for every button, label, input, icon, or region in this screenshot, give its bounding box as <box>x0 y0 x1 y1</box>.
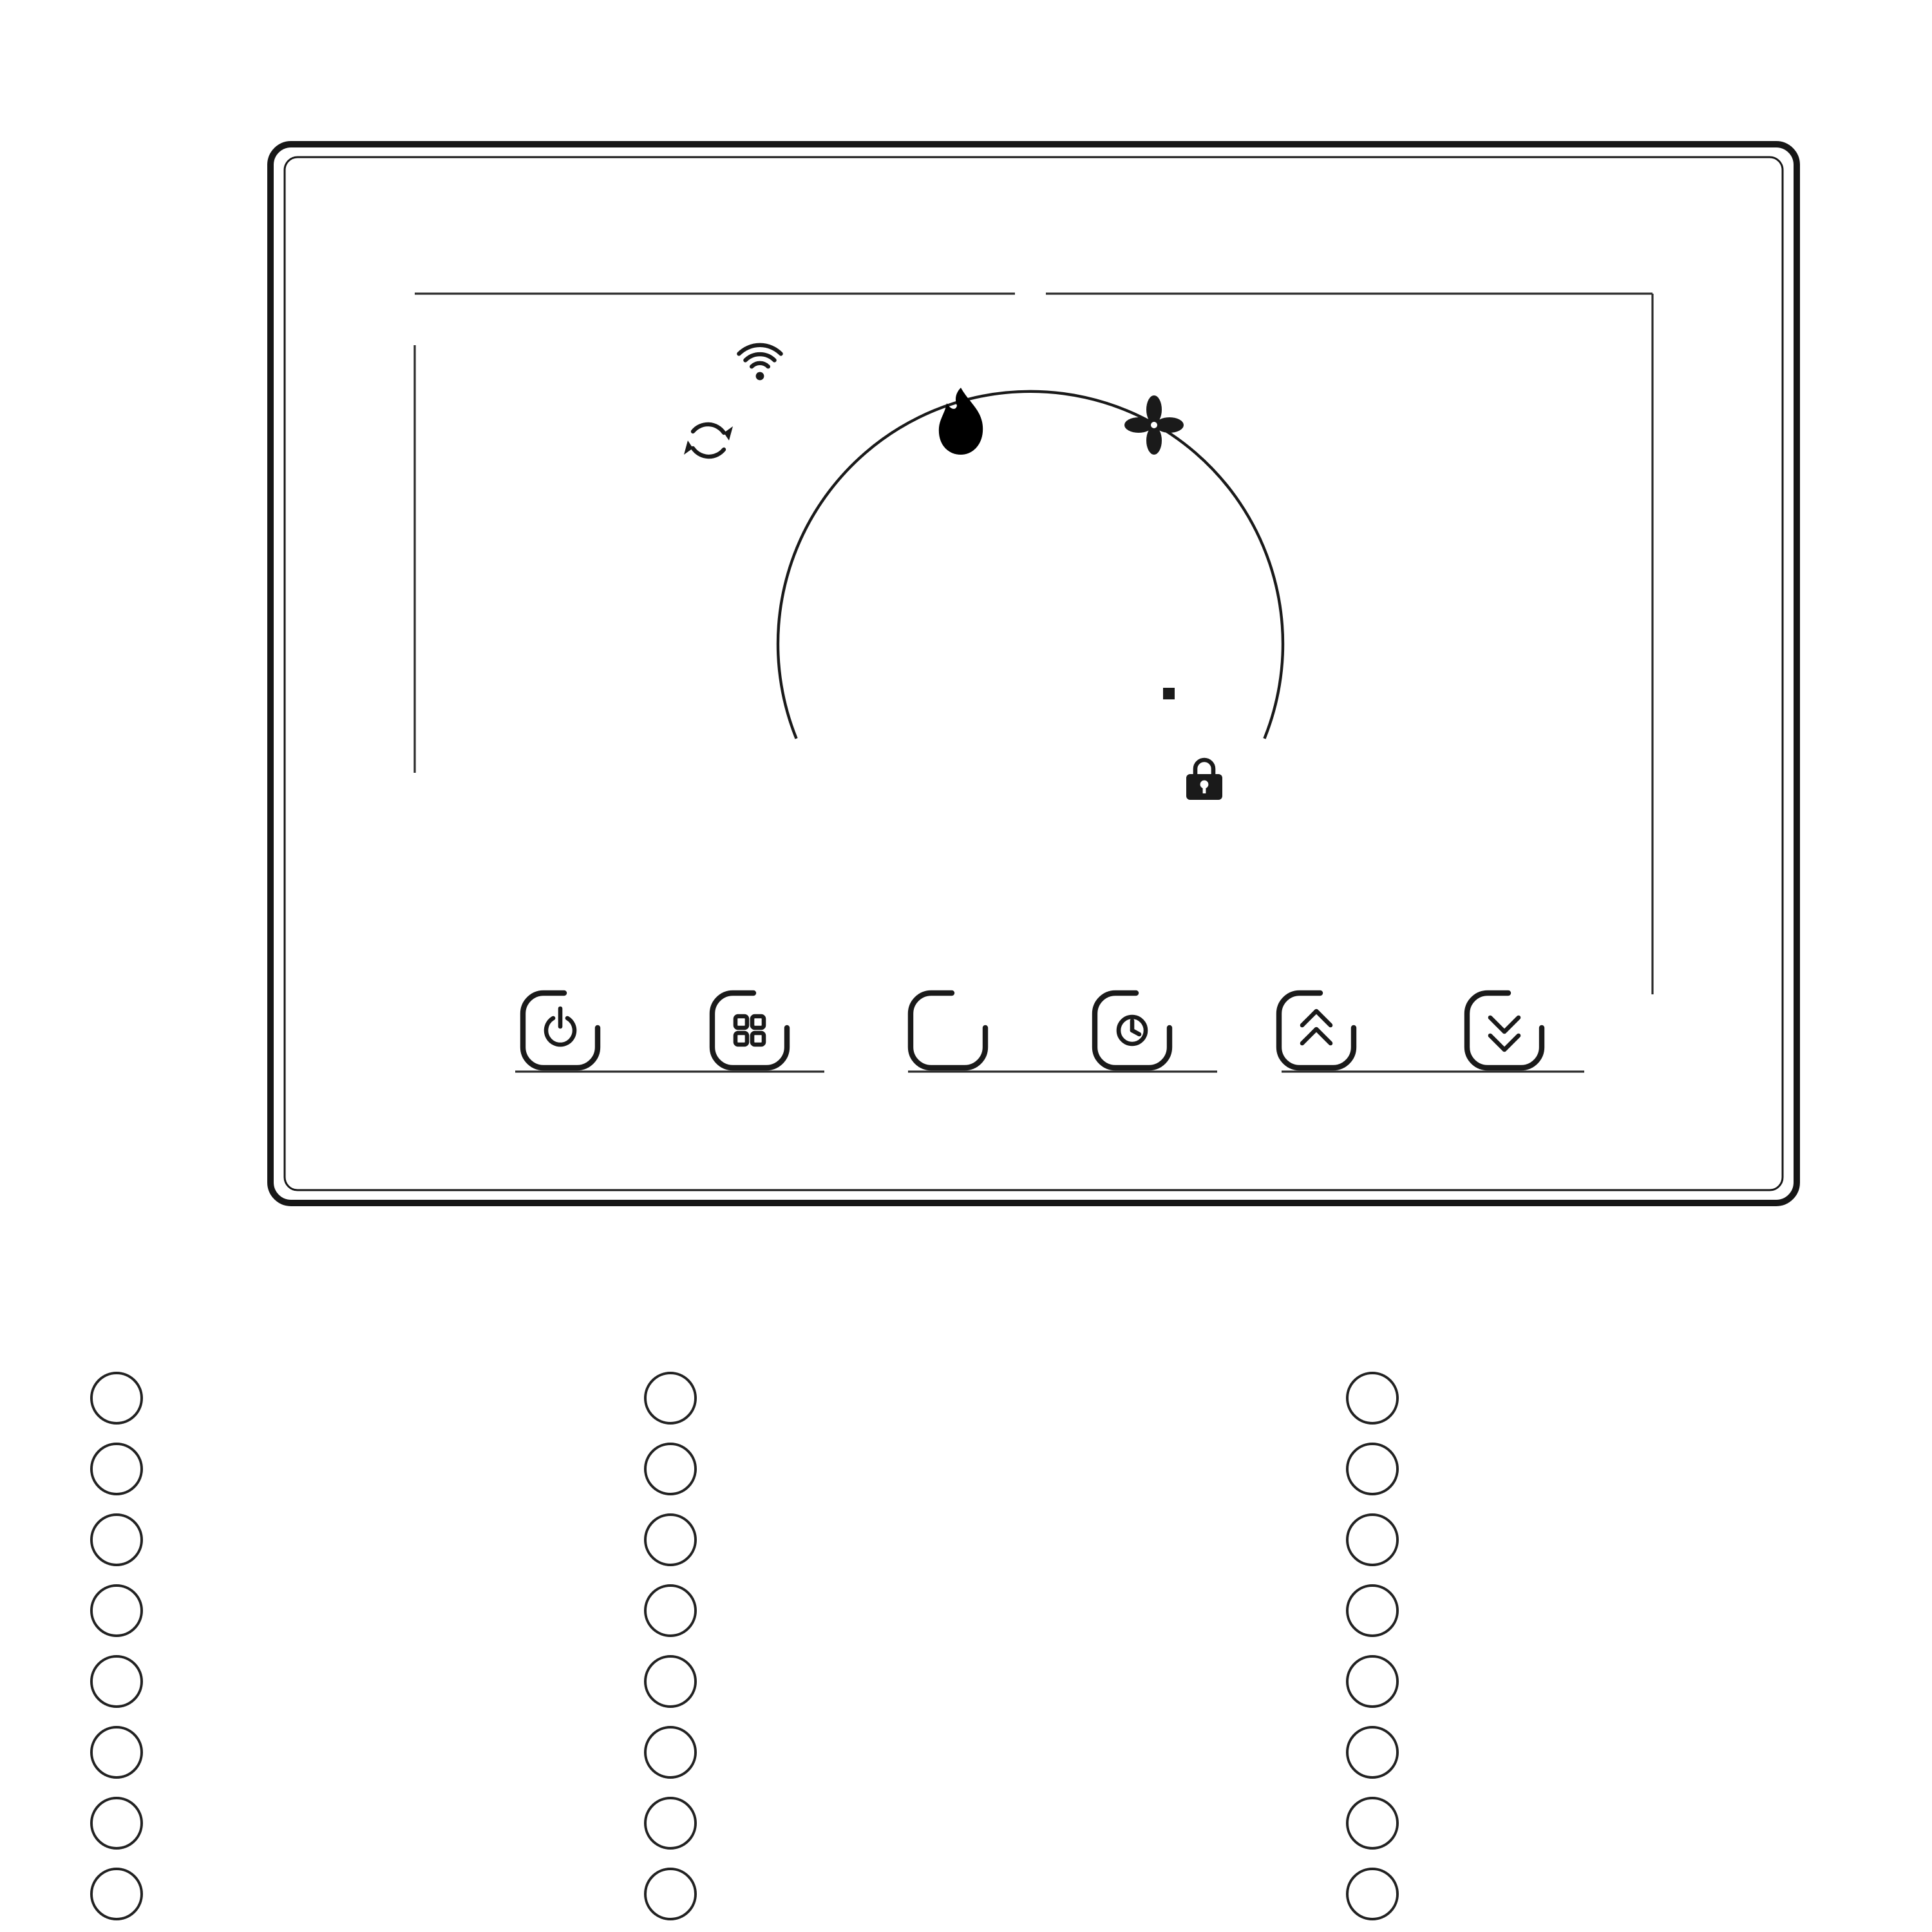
legend-item <box>644 1788 1346 1859</box>
legend-number <box>90 1655 143 1708</box>
power-icon <box>544 1006 577 1047</box>
legend-item <box>644 1575 1346 1646</box>
legend-item <box>90 1434 644 1504</box>
legend-item <box>90 1646 644 1717</box>
legend-number <box>644 1726 697 1779</box>
legend-item <box>1346 1717 1922 1788</box>
legend-number <box>1346 1655 1399 1708</box>
legend-number <box>1346 1513 1399 1566</box>
up-button[interactable] <box>1276 990 1357 1071</box>
legend-item <box>90 1575 644 1646</box>
legend-item <box>1346 1788 1922 1859</box>
callout-15 <box>1105 1287 1159 1341</box>
chevron-down-icon <box>1488 1015 1521 1052</box>
lcd-guide-lines <box>413 292 1654 1073</box>
fan-button[interactable] <box>907 990 989 1071</box>
mode-grid-icon <box>733 1014 766 1047</box>
wifi-ap-mode-icon <box>684 422 733 459</box>
legend-column-2 <box>644 1363 1346 1929</box>
callout-14 <box>1289 1287 1343 1341</box>
legend-column-1 <box>90 1363 644 1929</box>
callout-8 <box>1470 63 1524 117</box>
legend-number <box>644 1584 697 1637</box>
lock-icon <box>1186 757 1222 800</box>
ventilation-fan-icon <box>1124 395 1184 455</box>
legend-item <box>1346 1859 1922 1929</box>
legend-number <box>644 1443 697 1495</box>
callout-21 <box>95 656 149 710</box>
mode-button[interactable] <box>709 990 790 1071</box>
legend-number <box>644 1655 697 1708</box>
legend-item <box>1346 1363 1922 1434</box>
legend-item <box>1346 1646 1922 1717</box>
callout-16 <box>921 1287 975 1341</box>
callout-7 <box>1373 63 1427 117</box>
dial-arc <box>776 390 1285 739</box>
callout-17 <box>723 1287 777 1341</box>
legend-item <box>644 1363 1346 1434</box>
legend-number <box>90 1443 143 1495</box>
callout-23 <box>95 498 149 553</box>
legend-item <box>1346 1575 1922 1646</box>
callout-13 <box>1477 1287 1531 1341</box>
legend <box>90 1363 1922 1929</box>
legend-number <box>90 1726 143 1779</box>
legend-item <box>90 1788 644 1859</box>
legend-number <box>644 1868 697 1920</box>
legend-item <box>644 1646 1346 1717</box>
legend-item <box>90 1504 644 1575</box>
legend-number <box>1346 1868 1399 1920</box>
legend-item <box>644 1859 1346 1929</box>
callout-9 <box>1869 456 1923 510</box>
legend-column-3 <box>1346 1363 1922 1929</box>
callout-24 <box>95 323 149 377</box>
legend-number <box>644 1797 697 1850</box>
legend-number <box>1346 1443 1399 1495</box>
device-body <box>267 141 1800 1206</box>
callout-5 <box>1121 63 1175 117</box>
callout-6 <box>1270 63 1324 117</box>
chevron-up-icon <box>1300 1009 1333 1046</box>
legend-item <box>1346 1504 1922 1575</box>
callout-22 <box>95 572 149 626</box>
legend-item <box>1346 1434 1922 1504</box>
power-button[interactable] <box>520 990 601 1071</box>
legend-item <box>90 1859 644 1929</box>
legend-number <box>90 1868 143 1920</box>
legend-item <box>90 1363 644 1434</box>
legend-number <box>90 1797 143 1850</box>
decimal-point <box>1163 688 1175 699</box>
callout-19 <box>95 846 149 900</box>
callout-3 <box>935 63 989 117</box>
legend-item <box>644 1504 1346 1575</box>
clock-icon <box>1116 1014 1148 1046</box>
legend-number <box>1346 1726 1399 1779</box>
callout-1 <box>632 63 687 117</box>
callout-2 <box>732 63 786 117</box>
clock-button[interactable] <box>1092 990 1173 1071</box>
callout-18 <box>533 1287 587 1341</box>
legend-number <box>1346 1797 1399 1850</box>
callout-10 <box>1034 876 1088 930</box>
legend-number <box>90 1372 143 1425</box>
legend-item <box>644 1717 1346 1788</box>
thermostat-diagram <box>95 63 1923 1341</box>
wifi-icon <box>737 343 783 381</box>
heating-flame-icon <box>938 388 983 455</box>
callout-11 <box>1869 793 1923 848</box>
callout-20 <box>95 782 149 836</box>
callout-4 <box>1029 63 1083 117</box>
legend-item <box>90 1717 644 1788</box>
legend-number <box>1346 1584 1399 1637</box>
legend-number <box>644 1372 697 1425</box>
legend-number <box>90 1513 143 1566</box>
down-button[interactable] <box>1464 990 1545 1071</box>
legend-number <box>1346 1372 1399 1425</box>
legend-number <box>90 1584 143 1637</box>
legend-number <box>644 1513 697 1566</box>
callout-12 <box>1869 890 1923 944</box>
legend-item <box>644 1434 1346 1504</box>
